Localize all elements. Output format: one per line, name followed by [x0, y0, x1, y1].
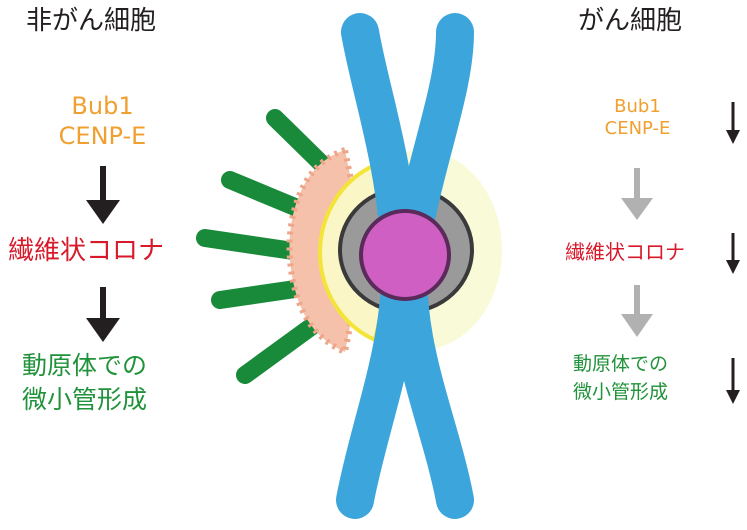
arrow-down-icon [621, 285, 653, 337]
right-proteins-line1: Bub1 [614, 96, 661, 117]
arrow-down-icon [86, 287, 120, 342]
right-title: がん細胞 [578, 6, 683, 36]
right-proteins-line2: CENP-E [604, 118, 671, 139]
arrow-down-icon [726, 358, 740, 404]
microtubule-4 [211, 279, 311, 309]
left-corona-label: 繊維状コロナ [8, 236, 165, 266]
decrease-arrows [726, 102, 740, 404]
arrow-down-icon [621, 168, 653, 220]
right-faded-arrows [621, 168, 653, 337]
left-proteins-line1: Bub1 [71, 92, 134, 120]
arrow-down-icon [86, 166, 120, 224]
arrow-down-icon [726, 233, 740, 274]
right-mt-line2: 微小管形成 [573, 381, 669, 403]
arrow-down-icon [726, 102, 740, 144]
microtubule-2 [221, 171, 316, 221]
left-title: 非がん細胞 [26, 6, 157, 36]
left-mt-line2: 微小管形成 [22, 385, 148, 414]
microtubule-3 [196, 229, 309, 261]
right-mt-line1: 動原体での [573, 353, 669, 375]
left-mt-line1: 動原体での [22, 351, 148, 380]
right-corona-label: 繊維状コロナ [565, 240, 685, 264]
microtubule-5 [236, 315, 324, 384]
left-arrows [86, 166, 120, 342]
centromere [359, 209, 451, 301]
left-proteins-line2: CENP-E [58, 122, 147, 150]
microtubules [196, 109, 337, 384]
microtubule-1 [266, 109, 337, 179]
